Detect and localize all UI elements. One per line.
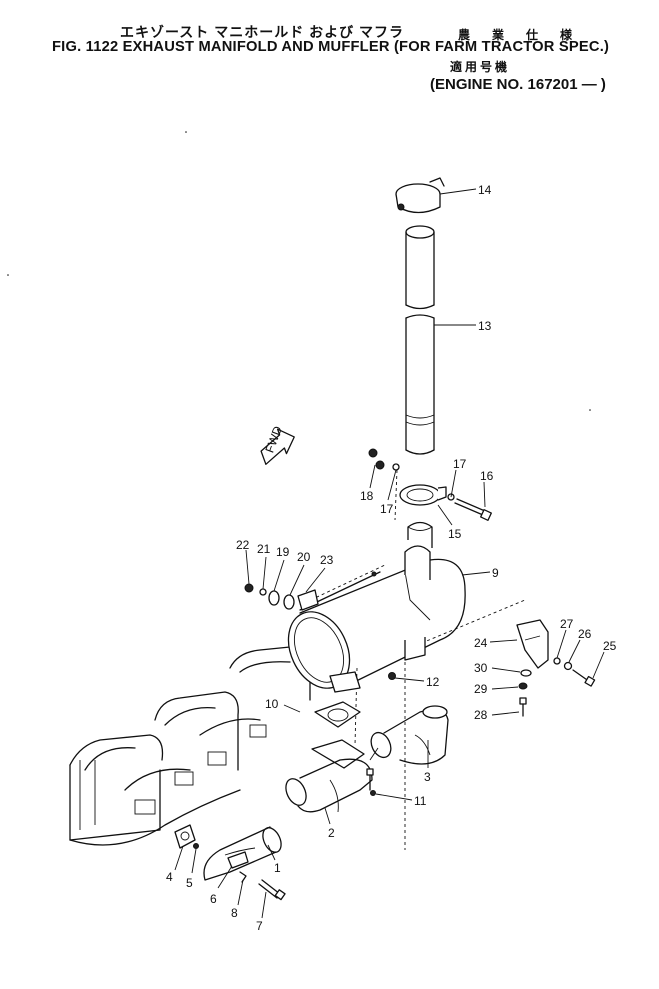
muffler-body bbox=[287, 521, 466, 693]
exhaust-manifold-center bbox=[285, 739, 379, 813]
callout-23: 22 bbox=[236, 538, 250, 552]
callout-30: 30 bbox=[474, 661, 488, 675]
callout-24: 24 bbox=[474, 636, 488, 650]
callout-25: 25 bbox=[603, 639, 617, 653]
callout-9: 9 bbox=[492, 566, 499, 580]
callout-5: 5 bbox=[186, 876, 193, 890]
engine-cylinder-head-block bbox=[69, 645, 311, 846]
callout-14: 14 bbox=[478, 183, 492, 197]
exhaust-elbow bbox=[370, 705, 449, 765]
callout-7: 7 bbox=[256, 919, 263, 933]
nuts-and-washers-upper bbox=[368, 448, 455, 501]
rain-cap bbox=[395, 177, 445, 214]
callout-4: 4 bbox=[166, 870, 173, 884]
callout-12: 12 bbox=[426, 675, 440, 689]
japanese-applicability-label: 適用号機 bbox=[450, 60, 511, 74]
callout-18: 18 bbox=[360, 489, 374, 503]
muffler-gasket bbox=[314, 701, 361, 728]
callout-2: 2 bbox=[328, 826, 335, 840]
engine-number-range: (ENGINE NO. 167201 ― ) bbox=[430, 76, 606, 93]
manifold-bolt bbox=[366, 768, 376, 796]
callout-3: 3 bbox=[424, 770, 431, 784]
callout-10: 10 bbox=[265, 697, 279, 711]
callout-28: 28 bbox=[474, 708, 488, 722]
callout-17a: 17 bbox=[380, 502, 394, 516]
callout-13: 13 bbox=[478, 319, 492, 333]
japanese-title: エキゾースト マニホールド および マフラ bbox=[120, 24, 404, 40]
figure-title: FIG. 1122 EXHAUST MANIFOLD AND MUFFLER (… bbox=[52, 38, 610, 55]
callout-17b: 17 bbox=[453, 457, 467, 471]
forward-direction-arrow: FWD bbox=[260, 424, 295, 465]
callout-6: 6 bbox=[210, 892, 217, 906]
part-callouts: 14 13 17 16 18 17 15 9 22 21 19 20 23 10… bbox=[166, 183, 617, 933]
callout-20: 20 bbox=[297, 550, 311, 564]
pipe-clamp bbox=[399, 484, 447, 506]
callout-29: 29 bbox=[474, 682, 488, 696]
lower-fasteners bbox=[193, 843, 286, 901]
callout-26: 26 bbox=[578, 627, 592, 641]
callout-8: 8 bbox=[231, 906, 238, 920]
manifold-cover-plate bbox=[174, 824, 196, 849]
japanese-spec-label: 農業仕様 bbox=[458, 28, 595, 42]
callout-22: 21 bbox=[257, 542, 271, 556]
exhaust-pipe bbox=[405, 225, 435, 455]
muffler-mount-hardware bbox=[244, 583, 319, 611]
callout-19: 19 bbox=[276, 545, 290, 559]
muffler-bracket bbox=[516, 619, 596, 717]
callout-15: 15 bbox=[448, 527, 462, 541]
clamp-bolt bbox=[454, 498, 492, 521]
callout-16: 16 bbox=[480, 469, 494, 483]
muffler-nut bbox=[388, 672, 396, 680]
callout-27: 27 bbox=[560, 617, 574, 631]
callout-21: 23 bbox=[320, 553, 334, 567]
callout-11: 11 bbox=[414, 794, 427, 808]
exhaust-manifold-front bbox=[203, 826, 282, 881]
callout-1: 1 bbox=[274, 861, 281, 875]
